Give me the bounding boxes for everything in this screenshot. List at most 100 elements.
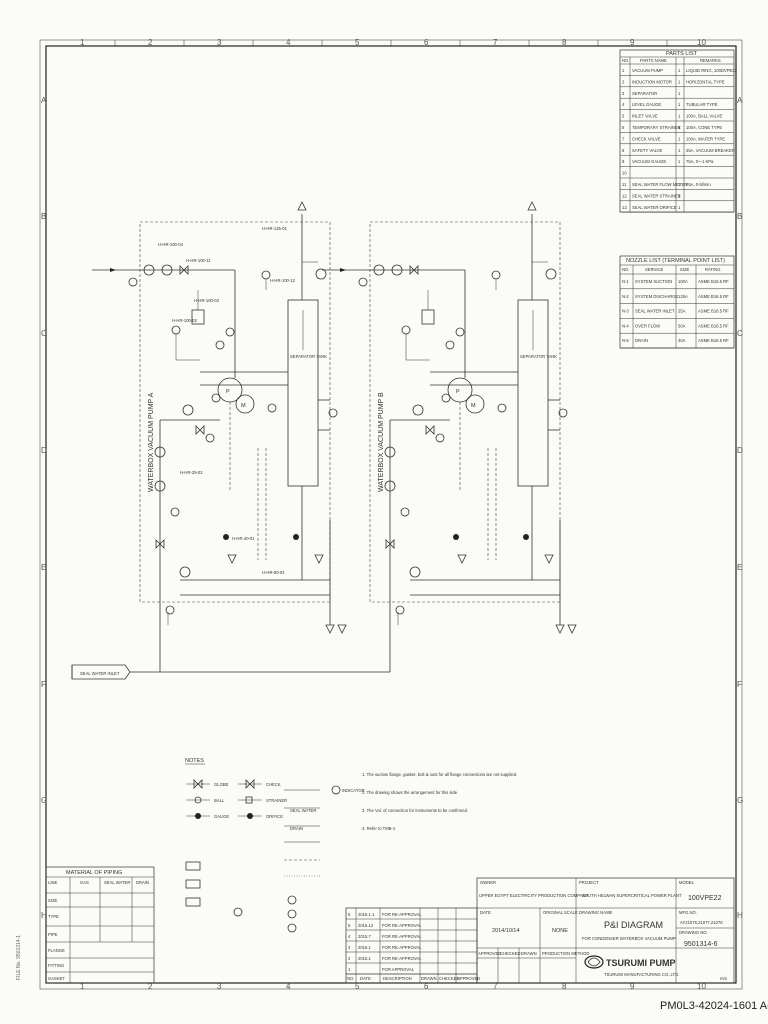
grid-col-label: 6	[424, 38, 429, 47]
svg-text:mm: mm	[720, 976, 727, 981]
discharge-arrow-icon	[527, 201, 537, 211]
parts-row-name: INDUCTION MOTOR	[632, 79, 672, 84]
nozzle-row-rating: ASME B16.5 RF	[698, 338, 729, 343]
grid-col-label: 3	[217, 38, 222, 47]
parts-row-name: TEMPORARY STRAINER	[632, 125, 681, 130]
parts-row-no: 2	[622, 79, 625, 84]
parts-row-no: 13	[622, 205, 627, 210]
parts-row-name: SEPARATOR	[632, 91, 657, 96]
material-header: GAS	[80, 880, 89, 885]
parts-row-remarks: 100A, BALL VALVE	[686, 114, 722, 119]
model-label: MODEL	[679, 880, 695, 885]
parts-row-remarks: 75A, 0~-1 KPa	[686, 159, 714, 164]
instrument-bubble	[128, 277, 138, 287]
grid-row-label: F	[41, 680, 46, 689]
grid-col-label: 6	[424, 982, 429, 991]
line-tag: H-HR-50-04	[262, 570, 285, 575]
owner-value: UPPER EGYPT ELECTRICITY PRODUCTION COMPA…	[479, 893, 589, 898]
parts-row-name: INLET VALVE	[632, 114, 658, 119]
scale-label: ORIGINAL SCALE	[543, 910, 578, 915]
drawing-no-label: DRAWING NO.	[679, 930, 708, 935]
grid-row-label: C	[737, 329, 743, 338]
scale-value: NONE	[552, 928, 568, 934]
grid-row-label: E	[41, 563, 46, 572]
nozzle-row-size: 100A	[678, 279, 688, 284]
document-code: PM0L3-42024-1601 A-6	[660, 1000, 768, 1012]
parts-row-no: 10	[622, 171, 627, 176]
svg-text:M: M	[241, 403, 246, 409]
grid-col-label: 2	[148, 982, 153, 991]
material-row-label: FITTING	[48, 963, 64, 968]
nozzle-row-rating: ASME B16.5 RF	[698, 294, 729, 299]
sign-header: PRODUCTION METHOD	[542, 951, 589, 956]
nozzle-row-service: OVER FLOW	[635, 323, 660, 328]
grid-columns-top: 1 2 3 4 5 6 7 8 9 10	[80, 38, 706, 47]
parts-row-name: LEVEL GAUGE	[632, 102, 661, 107]
material-row-label: GASKET	[48, 976, 65, 981]
parts-row-remarks: 25A, VACUUM BREAKER	[686, 148, 735, 153]
line-tag: H-HR-125-01	[262, 226, 288, 231]
rev-date: 2016.1.1	[358, 912, 375, 917]
rev-no: 5	[348, 923, 351, 928]
line-tag: H-HR-100-11	[186, 258, 211, 263]
nozzle-row-no: N-2	[622, 294, 629, 299]
svg-text:CHECK: CHECK	[266, 782, 281, 787]
grid-col-label: 1	[80, 982, 85, 991]
date-value: 2014/10/14	[492, 928, 520, 934]
grid-col-label: 5	[355, 38, 360, 47]
separator-tank	[287, 299, 319, 487]
motor-icon	[235, 394, 255, 414]
nozzle-row-size: 40A	[678, 338, 686, 343]
material-row-label: PIPE	[48, 932, 58, 937]
legend-title: NOTES	[185, 758, 204, 764]
parts-row-name: SAFETY VALVE	[632, 148, 662, 153]
drawing-name-label: DRAWING NAME	[579, 910, 613, 915]
rev-no: 2	[348, 956, 351, 961]
parts-row-qty: 1	[678, 79, 681, 84]
grid-row-label: D	[41, 446, 47, 455]
svg-text:H-HR-100-03: H-HR-100-03	[194, 298, 220, 303]
symbol-legend: NOTES GLOBE BALL GAUGE CHECK STRAINER OR…	[185, 758, 517, 933]
flow-meter-icon	[384, 446, 396, 458]
svg-text:BALL: BALL	[214, 798, 225, 803]
seal-water-header: SEAL WATER INLET	[71, 610, 391, 680]
parts-row-name: VACUUM GAUGE	[632, 159, 666, 164]
grid-row-label: B	[41, 212, 46, 221]
svg-text:SEAL WATER: SEAL WATER	[290, 808, 316, 813]
nozzle-header: NO.	[622, 267, 629, 272]
parts-row-no: 1	[622, 68, 625, 73]
pump-a-system: WATERBOX VACUUM PUMP A H-HR-100-04 H-HR-…	[92, 201, 347, 634]
material-row-label: FLANGE	[48, 948, 65, 953]
project-label: PROJECT	[579, 880, 599, 885]
gate-valve-icon	[179, 265, 189, 275]
title-block: OWNER UPPER EGYPT ELECTRICITY PRODUCTION…	[476, 877, 735, 984]
nozzle-row-service: SYSTEM SUCTION	[635, 279, 672, 284]
separator-label: SEPARATOR TANK	[520, 354, 557, 359]
parts-row-no: 4	[622, 102, 625, 107]
rev-no: 4	[348, 934, 351, 939]
grid-row-label: E	[737, 563, 742, 572]
nozzle-list-table: NOZZLE LIST (TERMINAL POINT LIST) NO. SE…	[619, 255, 735, 349]
file-number-stamp: FILE No. 9501314-1	[16, 934, 22, 980]
rev-no: 3	[348, 945, 351, 950]
material-row-label: TYPE	[48, 914, 59, 919]
parts-row-no: 8	[622, 148, 625, 153]
nozzle-list-title: NOZZLE LIST (TERMINAL POINT LIST)	[626, 258, 725, 264]
drawing-subtitle: FOR CONDENSER WATERBOX VACUUM PUMP	[582, 936, 676, 941]
parts-row-qty: 1	[678, 68, 681, 73]
line-tag: H-HR-100-04	[158, 242, 184, 247]
material-header: SEAL WATER	[104, 880, 130, 885]
svg-text:P: P	[226, 389, 230, 395]
strainer-icon	[373, 264, 385, 276]
rev-header: DESCRIPTION	[383, 976, 412, 981]
grid-col-label: 1	[80, 38, 85, 47]
rev-header: APPROVED	[457, 976, 480, 981]
grid-row-label: G	[737, 796, 743, 805]
drawing-no-value: 9501314-6	[684, 941, 718, 948]
nozzle-header: RATING	[705, 267, 721, 272]
grid-col-label: 7	[493, 982, 498, 991]
parts-header: NO.	[622, 58, 629, 63]
parts-row-name: CHECK VALVE	[632, 136, 661, 141]
legend-note: 4. Refer to TMB-1	[362, 826, 396, 831]
